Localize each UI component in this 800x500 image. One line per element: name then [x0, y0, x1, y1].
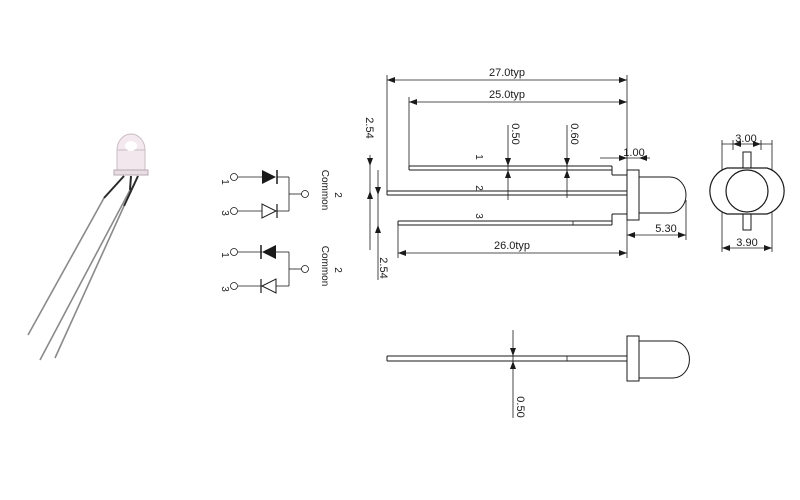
- led-photo: [27, 133, 149, 361]
- common-pin: 2: [332, 192, 343, 198]
- pin-label-1: 1: [219, 252, 230, 258]
- dim-overall-length: 27.0typ: [489, 67, 525, 79]
- dim-flange-diameter: 3.90: [736, 237, 757, 249]
- dim-pitch-bottom: 2.54: [377, 257, 389, 278]
- pin-label-3: 3: [219, 286, 230, 292]
- common-label: Common: [319, 170, 330, 211]
- dim-pitch-top: 2.54: [363, 117, 375, 138]
- diode-filled-icon: [262, 170, 276, 184]
- lead-label-2: 2: [473, 185, 484, 191]
- dim-lead-bend: 0.60: [568, 123, 580, 144]
- pin-label-1: 1: [219, 179, 230, 185]
- common-pin: 2: [332, 267, 343, 273]
- lead-label-3: 3: [473, 213, 484, 219]
- dim-lead-length-long: 25.0typ: [489, 89, 525, 101]
- dim-lead-length-short: 26.0typ: [494, 240, 530, 252]
- side-view: 27.0typ 25.0typ 1 2 3: [363, 67, 687, 280]
- pin-label-3: 3: [219, 210, 230, 216]
- end-view: 3.00 3.90: [709, 133, 785, 252]
- profile-view: 0.50: [386, 330, 690, 418]
- lead-label-1: 1: [473, 154, 484, 160]
- dim-body-length: 5.30: [655, 223, 676, 235]
- schematic-bottom: 1 3 Common 2: [219, 245, 343, 294]
- common-label: Common: [319, 246, 330, 287]
- diode-filled-icon: [262, 245, 276, 259]
- diode-outline-icon: [261, 203, 278, 219]
- diode-outline-icon: [260, 278, 277, 294]
- dim-dome-width: 3.00: [735, 133, 756, 145]
- dim-lead-width: 0.50: [509, 123, 521, 144]
- dim-lead-thickness: 0.50: [514, 396, 526, 417]
- schematic-top: 1 3 Common 2: [219, 170, 343, 219]
- dim-flange-gap: 1.00: [623, 147, 644, 159]
